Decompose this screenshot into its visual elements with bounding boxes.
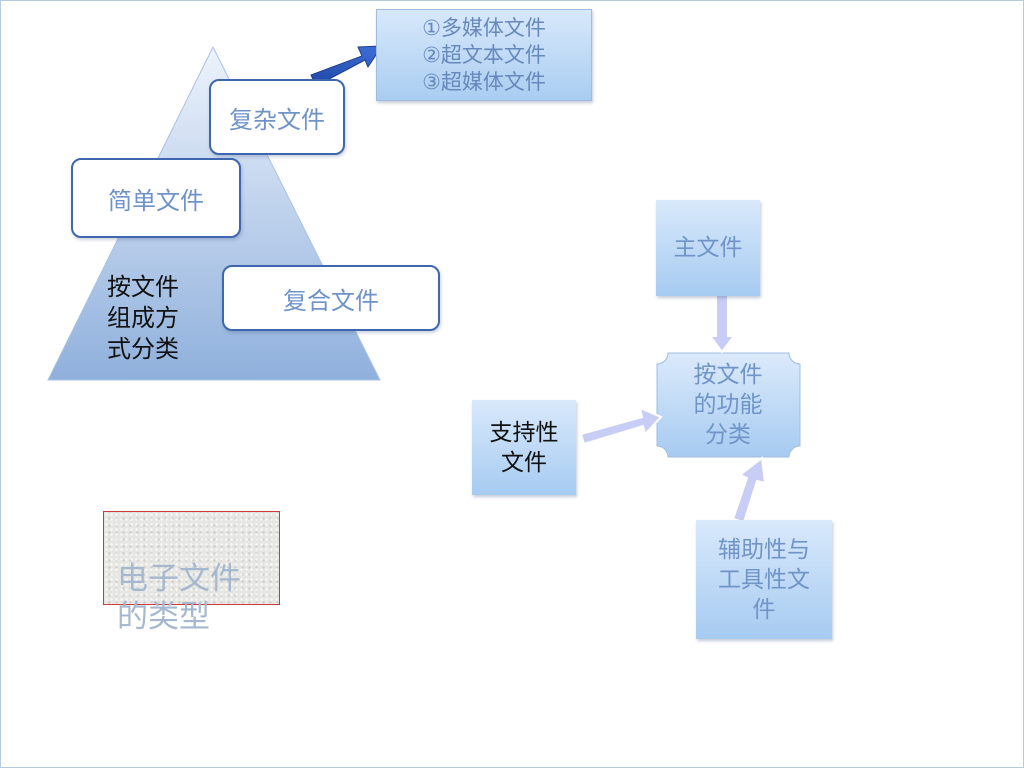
- supporting-file-label: 支持性 文件: [489, 419, 559, 476]
- main-file-label: 主文件: [673, 235, 743, 261]
- arrow-support-to-center: [579, 406, 663, 446]
- auxiliary-file-note: 辅助性与 工具性文 件: [696, 520, 832, 639]
- complex-types-box: ①多媒体文件 ②超文本文件 ③超媒体文件: [376, 9, 592, 101]
- arrow-aux-to-center: [731, 456, 767, 524]
- complex-file-label: 复杂文件: [229, 105, 325, 134]
- slide-title: 电子文件 的类型: [117, 561, 241, 635]
- complex-type-item: ③超媒体文件: [422, 69, 546, 94]
- simple-file-box: 简单文件: [71, 158, 241, 238]
- complex-type-item: ②超文本文件: [422, 42, 546, 67]
- pyramid-label: 按文件 组成方 式分类: [107, 273, 179, 363]
- center-plaque: [656, 352, 801, 458]
- compound-file-box: 复合文件: [222, 265, 440, 331]
- arrow-main-to-center: [708, 293, 736, 354]
- auxiliary-file-label: 辅助性与 工具性文 件: [718, 536, 810, 623]
- main-file-note: 主文件: [656, 200, 760, 296]
- complex-file-box: 复杂文件: [209, 79, 345, 155]
- simple-file-label: 简单文件: [108, 186, 204, 215]
- slide-title-box: 电子文件 的类型: [103, 511, 280, 635]
- function-center-label: 按文件 的功能 分类: [693, 362, 763, 448]
- complex-type-item: ①多媒体文件: [422, 15, 546, 40]
- supporting-file-note: 支持性 文件: [472, 400, 576, 495]
- compound-file-label: 复合文件: [283, 286, 379, 315]
